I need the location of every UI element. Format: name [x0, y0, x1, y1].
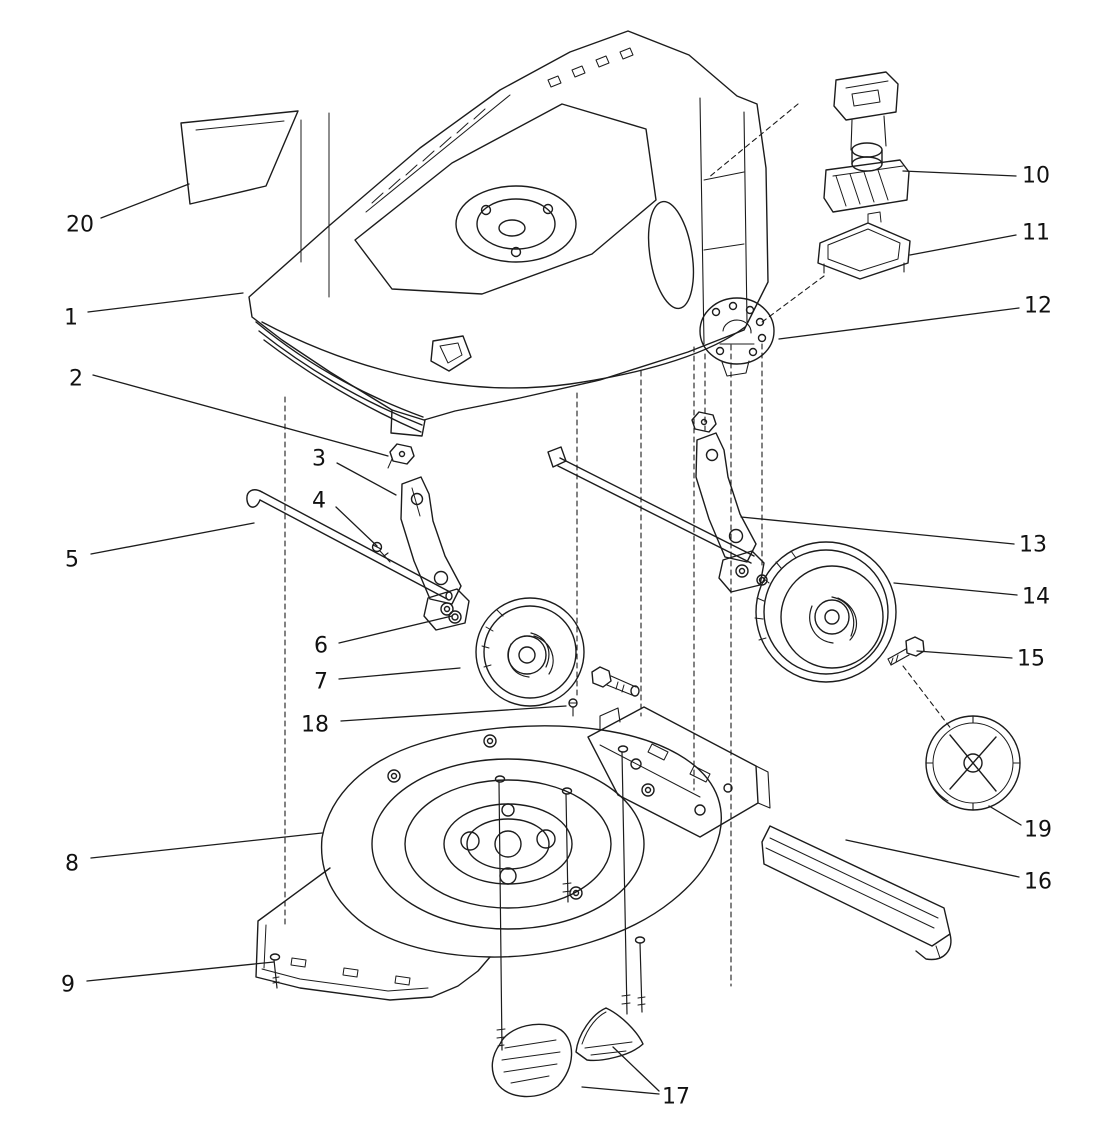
leader-lines: [86, 170, 1022, 1095]
part-side-rail: [761, 825, 952, 961]
washer: [448, 610, 462, 624]
part-screw-9: [269, 953, 281, 989]
callout-2: 2: [69, 366, 83, 392]
leader-19: [988, 805, 1022, 826]
part-decal: [180, 110, 299, 205]
leader-7: [338, 667, 461, 680]
callout-4: 4: [312, 488, 326, 514]
leader-1: [87, 292, 244, 313]
leader-17b: [581, 1086, 660, 1095]
leader-15: [916, 650, 1013, 659]
part-screws-18: [494, 698, 646, 1051]
part-clip-left: [387, 443, 415, 469]
part-rear-plate: [587, 706, 771, 838]
callout-10: 10: [1022, 163, 1050, 189]
leader-9: [86, 961, 275, 982]
leader-3: [336, 462, 397, 496]
callout-11: 11: [1022, 220, 1050, 246]
leader-11: [909, 234, 1017, 256]
part-deck: [255, 725, 722, 1001]
callout-7: 7: [314, 669, 328, 695]
leader-17a: [612, 1046, 660, 1092]
callout-17: 17: [662, 1084, 690, 1110]
part-rear-wheel: [754, 541, 897, 683]
part-mounting-plate: [699, 297, 775, 377]
leader-6: [338, 615, 453, 644]
leader-2: [92, 374, 389, 457]
part-mount-tray: [817, 211, 911, 280]
callout-18: 18: [301, 712, 329, 738]
part-right-bracket-assembly: [547, 411, 768, 593]
callout-12: 12: [1024, 293, 1052, 319]
part-upper-housing: [248, 30, 769, 437]
part-left-bracket-assembly: [246, 476, 470, 631]
part-front-wheel: [475, 597, 640, 707]
leader-5: [90, 522, 255, 555]
callout-6: 6: [314, 633, 328, 659]
callout-13: 13: [1019, 532, 1047, 558]
decal-projection-lines: [300, 112, 330, 298]
part-wheel-cover: [925, 715, 1021, 811]
callout-19: 19: [1024, 817, 1052, 843]
projection-lines: [284, 103, 953, 987]
callout-16: 16: [1024, 869, 1052, 895]
callout-14: 14: [1022, 584, 1050, 610]
leader-12: [778, 307, 1020, 340]
leader-20: [100, 183, 190, 219]
callout-8: 8: [65, 851, 79, 877]
callout-15: 15: [1017, 646, 1045, 672]
part-engine-mount: [823, 71, 910, 213]
leader-14: [893, 582, 1018, 596]
leader-16: [845, 839, 1020, 878]
leader-8: [90, 832, 323, 859]
callout-9: 9: [61, 972, 75, 998]
leader-4: [335, 506, 378, 547]
callout-20: 20: [66, 212, 94, 238]
leader-13: [740, 516, 1015, 545]
leader-10: [902, 170, 1017, 177]
callout-5: 5: [65, 547, 79, 573]
callout-3: 3: [312, 446, 326, 472]
part-chute-pieces: [491, 1007, 644, 1098]
leader-18: [340, 705, 567, 722]
callout-1: 1: [64, 305, 78, 331]
